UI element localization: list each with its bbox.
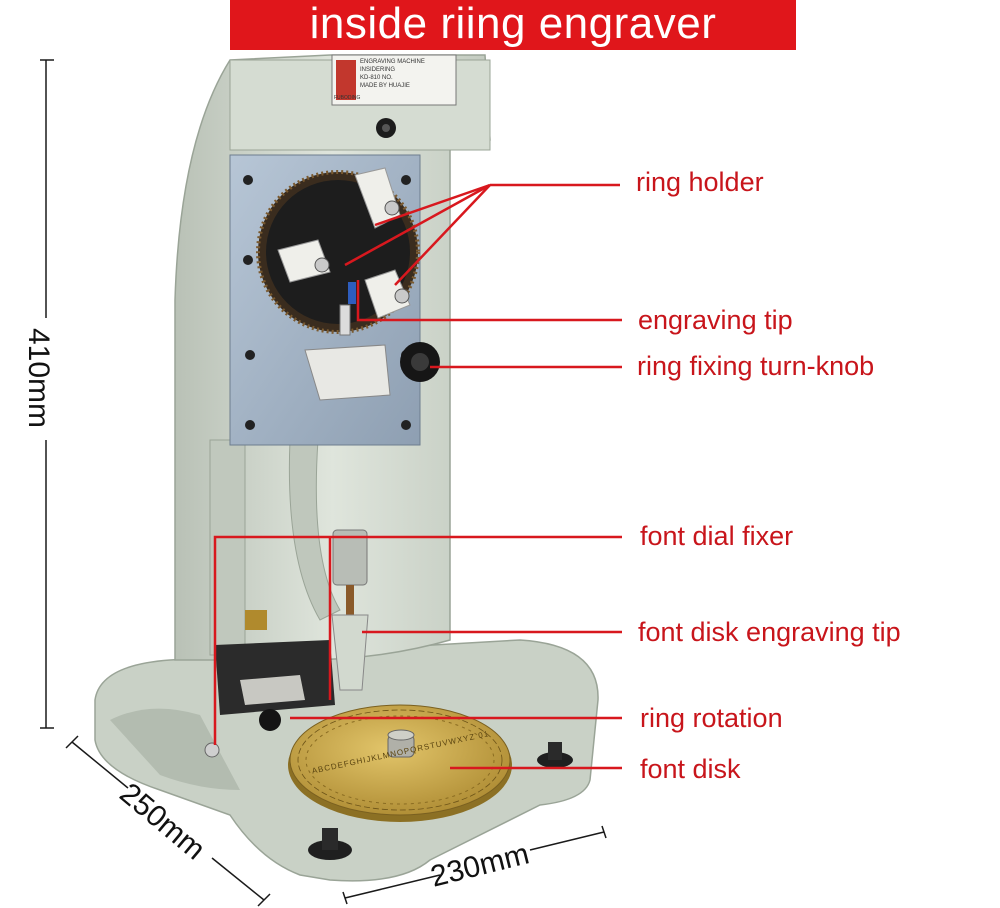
callout-ring-fixing-turn-knob: ring fixing turn-knob	[637, 351, 875, 381]
mechanism-plate	[229, 154, 440, 446]
callout-engraving-tip: engraving tip	[638, 305, 793, 335]
stylus-arm	[331, 529, 369, 691]
nameplate-line1: ENGRAVING MACHINE	[360, 59, 425, 65]
page-title-banner: inside riing engraver	[230, 0, 796, 50]
callout-font-disk-engraving-tip: font disk engraving tip	[638, 617, 901, 647]
callout-ring-rotation: ring rotation	[640, 703, 783, 733]
callout-font-dial-fixer: font dial fixer	[640, 521, 794, 551]
dimension-height-label: 410mm	[22, 327, 56, 429]
callout-font-disk: font disk	[640, 754, 741, 784]
nameplate-line3: KD-810 NO.	[360, 75, 393, 81]
nameplate-made-by: MADE BY HUAJIE	[360, 83, 410, 89]
dimension-lines	[40, 59, 607, 907]
font-disk	[288, 704, 512, 822]
machine-head	[229, 54, 491, 151]
callout-ring-holder: ring holder	[636, 167, 764, 197]
slide-table	[204, 610, 335, 758]
nameplate-text: ENGRAVING MACHINE INSIDERING KD-810 NO. …	[360, 58, 454, 90]
nameplate-brand: FUBODING	[334, 95, 361, 101]
callout-leader-lines	[213, 183, 622, 770]
nameplate-line2: INSIDERING	[360, 67, 396, 73]
